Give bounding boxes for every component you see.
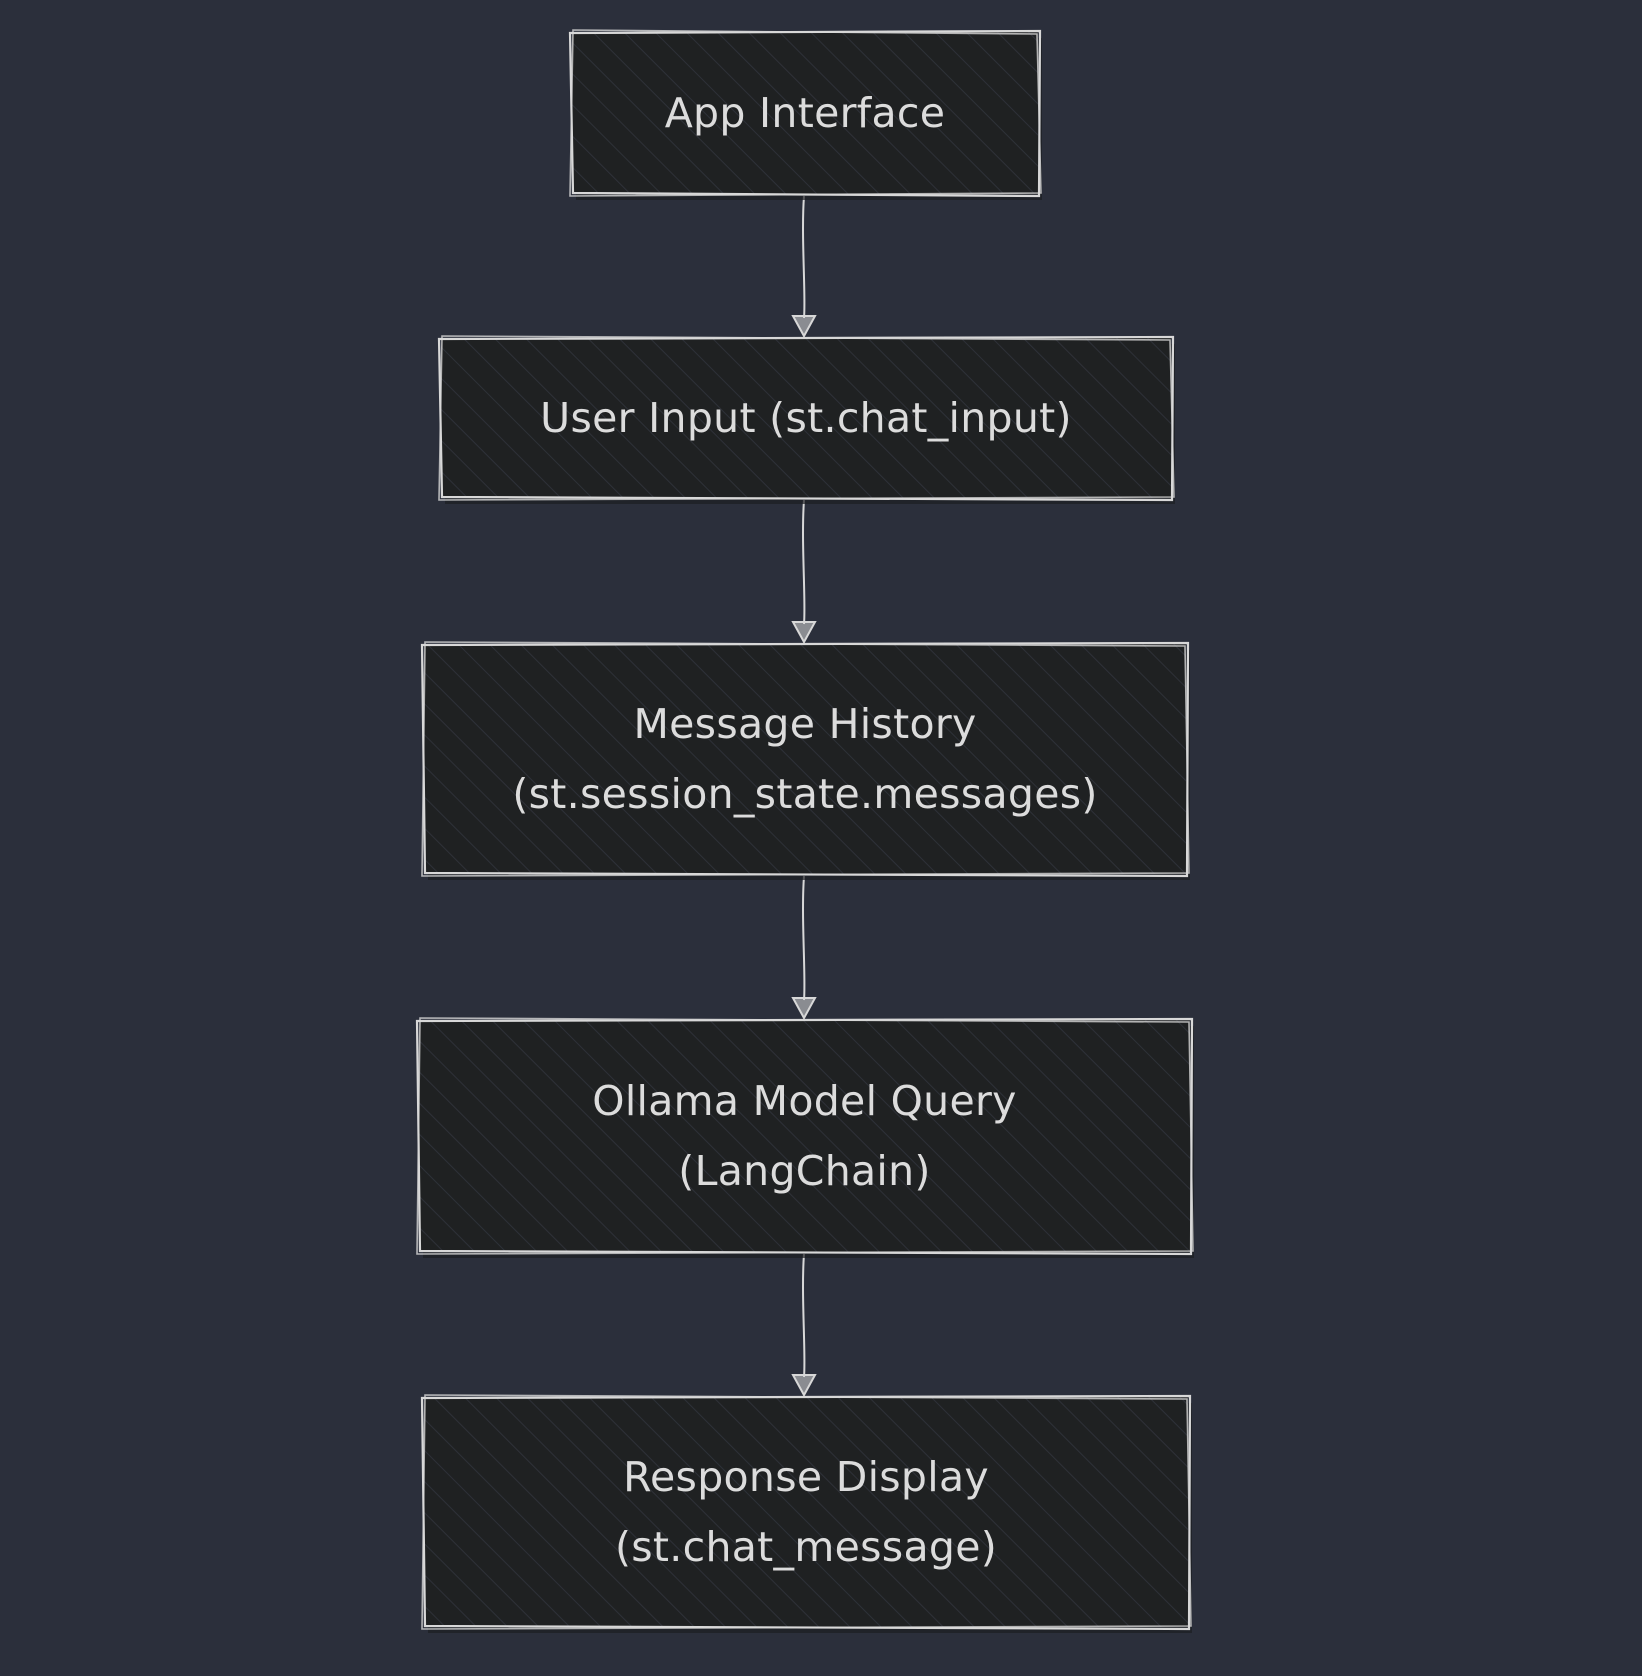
node-text-line: (st.chat_message) xyxy=(614,1523,998,1571)
node-hatch xyxy=(424,1397,1188,1627)
edges-layer xyxy=(791,195,817,1398)
arrowhead-icon xyxy=(791,315,817,339)
node-text-line: App Interface xyxy=(664,89,946,137)
node-label-message-history: Message History (st.session_state.messag… xyxy=(424,689,1186,829)
node-border xyxy=(420,1394,1192,1631)
node-label-ollama-model-query: Ollama Model Query (LangChain) xyxy=(419,1066,1190,1206)
node-border xyxy=(437,335,1175,502)
edge-user-input-to-message-history xyxy=(802,499,806,625)
node-text-line: Message History xyxy=(633,700,977,748)
node-border xyxy=(415,1017,1194,1256)
node-hatch xyxy=(419,1020,1190,1252)
edge-message-history-to-ollama-model-query xyxy=(802,875,806,1001)
node-label-response-display: Response Display (st.chat_message) xyxy=(424,1442,1188,1582)
arrowhead-icon xyxy=(791,1374,817,1398)
node-border-sketch xyxy=(416,1017,1194,1255)
arrowhead-icon xyxy=(791,997,817,1021)
node-text-line: (st.session_state.messages) xyxy=(512,770,1098,818)
node-border-sketch xyxy=(421,641,1190,877)
node-border xyxy=(420,641,1190,878)
node-text-line: Response Display xyxy=(623,1453,989,1501)
node-hatch xyxy=(441,338,1171,498)
node-border-sketch xyxy=(421,1394,1192,1630)
arrowhead-icon xyxy=(791,621,817,645)
node-text-line: User Input (st.chat_input) xyxy=(540,394,1072,442)
edge-ollama-model-query-to-response-display xyxy=(802,1253,806,1378)
node-hatch xyxy=(572,32,1038,194)
node-text-line: Ollama Model Query xyxy=(592,1077,1017,1125)
node-label-user-input: User Input (st.chat_input) xyxy=(441,383,1171,453)
node-border-sketch xyxy=(438,335,1175,501)
node-border-sketch xyxy=(569,29,1042,197)
node-border xyxy=(568,29,1042,198)
edge-app-interface-to-user-input xyxy=(802,195,806,319)
node-hatch xyxy=(424,644,1186,874)
node-label-app-interface: App Interface xyxy=(572,78,1038,148)
node-text-line: (LangChain) xyxy=(678,1147,931,1195)
nodes-layer xyxy=(415,29,1194,1633)
